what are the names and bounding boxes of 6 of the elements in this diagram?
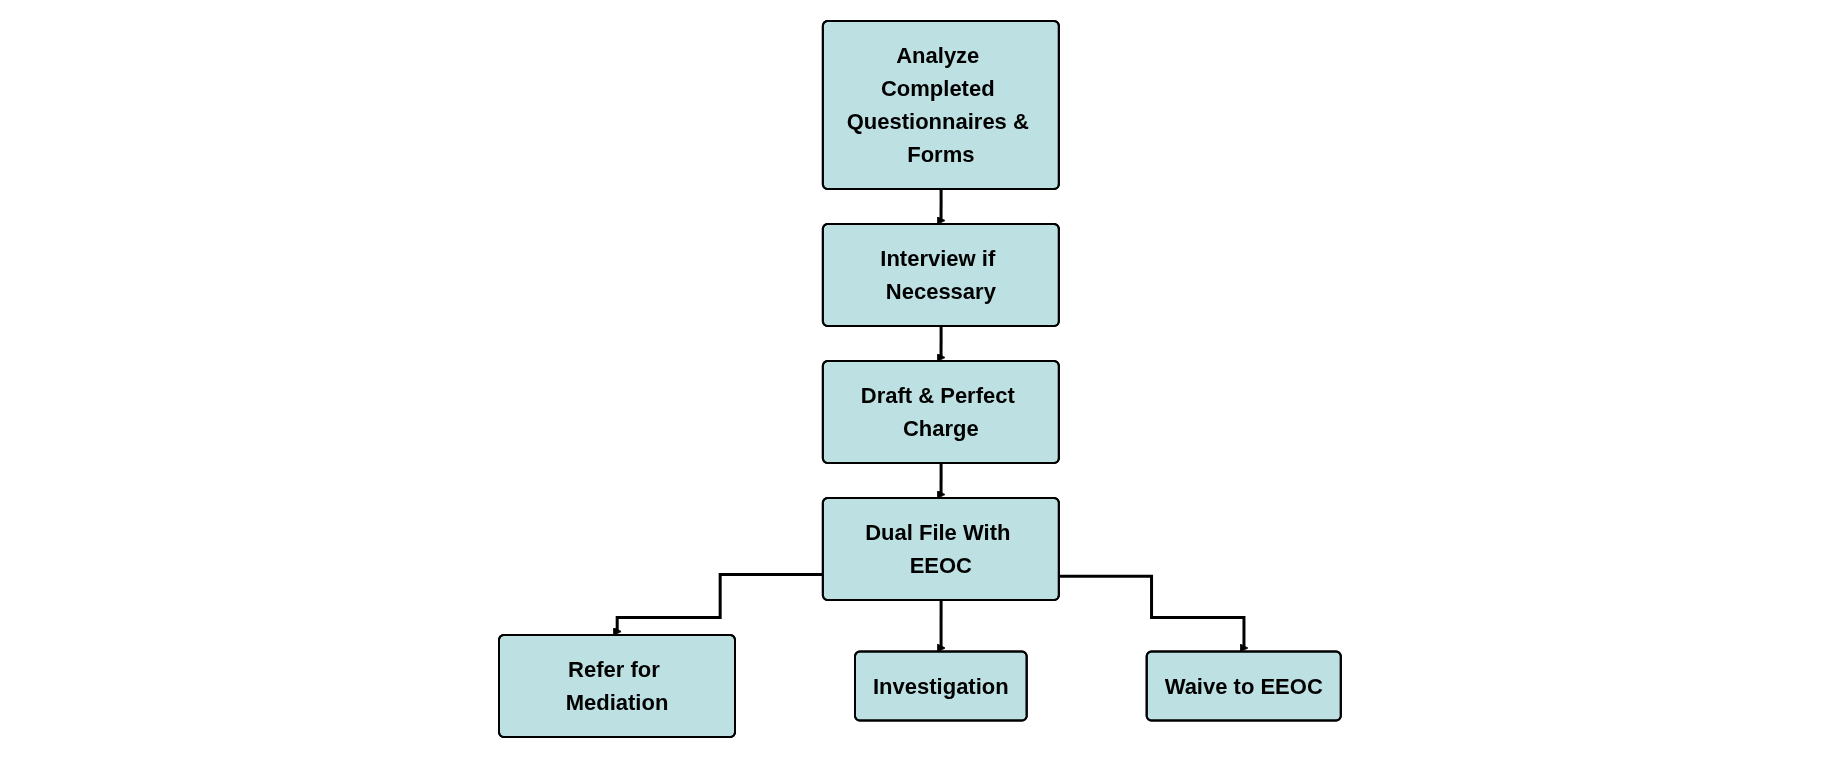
arrow <box>612 572 823 636</box>
arrow <box>936 188 946 225</box>
arrow <box>936 462 946 499</box>
arrow <box>936 599 946 653</box>
arrow <box>936 325 946 362</box>
arrow <box>1058 574 1249 653</box>
